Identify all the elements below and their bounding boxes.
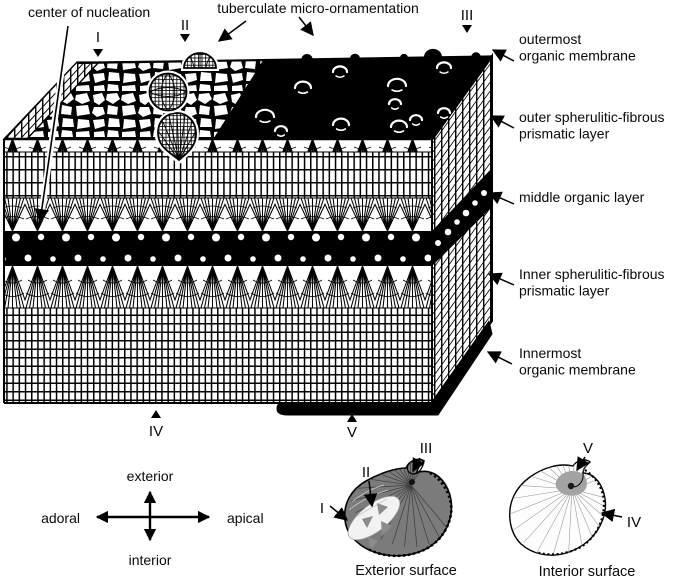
compass-label-exterior: exterior [127,468,174,484]
marker-iii-label: III [461,7,474,24]
layer-label-inner-2: prismatic layer [519,283,610,299]
interior-shell-caption: Interior surface [539,564,636,578]
top-face-back-edge [76,55,493,65]
middle-organic-layer-right-face [432,168,492,266]
layer-arrow-outermost [491,49,515,62]
label-center-of-nucleation: center of nucleation [28,4,150,20]
inner-prismatic-grid [4,308,432,403]
interior-shell-crenulation [535,469,606,556]
exterior-keel-tubercle-patches [362,503,392,549]
fans-above-middle-layer [4,198,432,231]
layer-label-innermost-2: organic membrane [519,362,636,378]
marker-iv-triangle [151,410,161,418]
interior-arrow-iv [600,508,623,523]
exterior-arrow-iii [412,457,425,473]
exterior-shell-spiral-eye [409,479,415,485]
fans-below-middle-layer [4,266,432,308]
marker-ii-triangle [180,34,190,42]
outer-spherulitic-fan-strip [4,139,432,152]
layer-arrow-innermost [486,351,513,365]
exterior-marker-i: I [320,500,324,517]
outer-prismatic-grid [4,152,432,198]
innermost-organic-membrane-strip [276,320,493,416]
layer-label-inner-1: Inner spherulitic-fibrous [519,266,665,282]
marker-i-triangle [93,49,103,57]
label-tuberculate: tuberculate micro-ornamentation [217,0,419,16]
layer-label-innermost-1: Innermost [519,345,581,361]
front-face [3,138,432,404]
layer-label-middle: middle organic layer [519,189,645,205]
interior-shell-body [509,459,607,556]
interior-shell-view: Interior surface V IV [509,440,641,578]
interior-arrow-v [576,456,590,472]
layer-labels: outermost organic membrane outer spherul… [486,31,665,378]
layer-label-outer-2: prismatic layer [519,126,610,142]
exterior-shell-caption: Exterior surface [355,563,457,578]
interior-marker-iv: IV [627,514,641,531]
marker-ii-label: II [181,17,189,34]
exterior-marker-iii: III [420,440,433,457]
exterior-shell-view: Exterior surface I II III [320,440,457,578]
tuberculate-arrow-right [298,16,314,37]
marker-iv-label: IV [149,423,163,440]
spherulite-balloon-rays [158,113,197,161]
orientation-compass: exterior interior adoral apical [41,468,264,568]
marker-v-triangle [347,414,357,422]
compass-label-adoral: adoral [41,510,80,526]
layer-label-outermost-2: organic membrane [519,48,636,64]
marker-iii-triangle [462,25,472,33]
marker-v-label: V [347,424,357,441]
interior-marker-v: V [583,440,593,457]
block-numeral-markers: I II III IV V [93,7,473,441]
nucleation-pointer [34,25,71,224]
interior-shell-spiral-eye [567,482,575,490]
back-edge-tubercle-bumps [301,48,481,59]
layer-label-outer-1: outer spherulitic-fibrous [519,109,665,125]
nucleation-line [34,25,69,224]
exterior-arrow-i [329,505,349,521]
layer-arrow-inner [487,272,515,286]
layer-arrow-outer [489,115,515,129]
spherulite-ball-meridians [149,73,187,111]
exterior-marker-ii: II [362,464,370,481]
spherulite-ball [148,72,188,112]
right-face [430,52,494,407]
exterior-arrow-ii [363,480,378,508]
interior-shell-spiral-hook [573,472,584,488]
right-band-dots [435,190,487,246]
compass-label-apical: apical [227,510,264,526]
middle-organic-layer-band [4,231,432,266]
spherulite-growth-stages [146,50,220,165]
layer-arrow-middle [487,191,515,205]
layer-label-outermost-1: outermost [519,31,581,47]
tuberculate-arrow-left [217,20,247,42]
top-face [2,48,493,141]
tubercle-dome-outlines [254,61,453,138]
marker-i-label: I [96,29,100,46]
spherulite-dome-meridians [189,53,211,69]
compass-label-interior: interior [129,552,172,568]
block-diagram [2,25,494,416]
